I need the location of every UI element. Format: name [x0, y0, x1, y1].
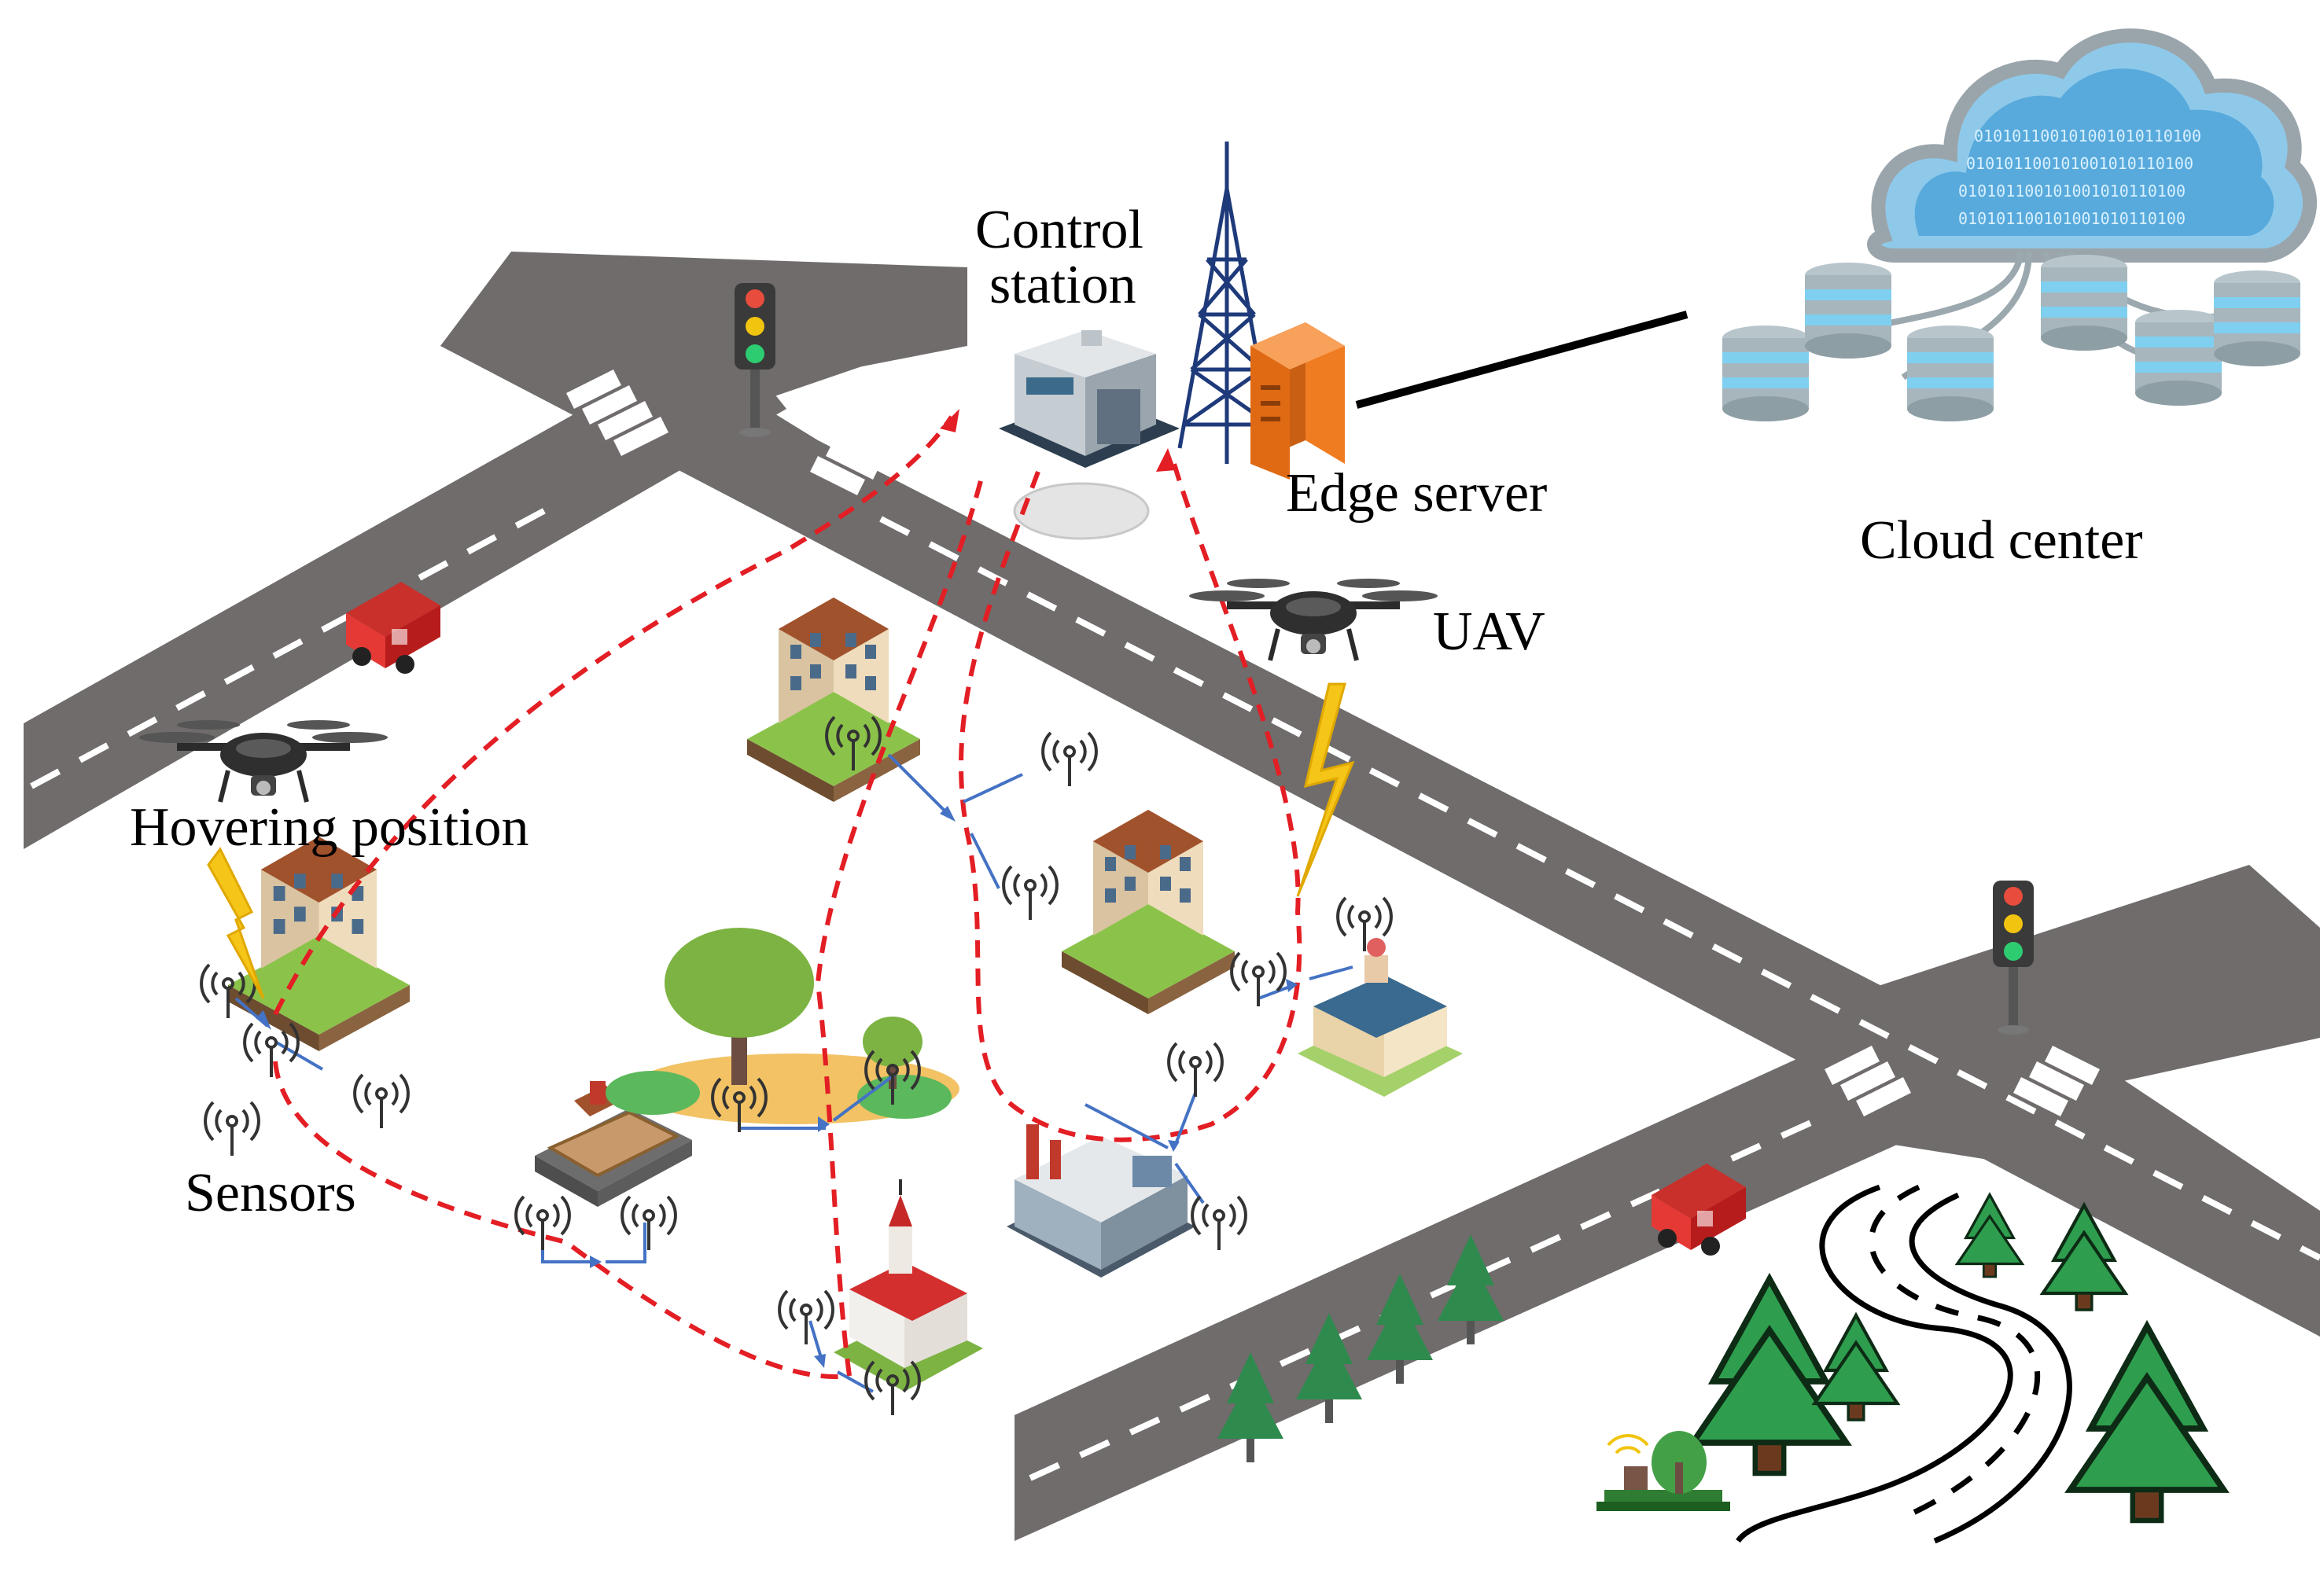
hovering-position-label: Hovering position — [130, 797, 528, 858]
park-bench-icon — [1596, 1431, 1730, 1511]
church-icon — [834, 1179, 983, 1392]
tree-icon — [1693, 1279, 1847, 1473]
lightning-icon — [207, 847, 265, 999]
cloud-binary-4: 010101100101001010110100 — [1958, 209, 2186, 228]
database-icon — [2135, 310, 2222, 406]
edge-server-icon — [1250, 322, 1345, 480]
factory-icon — [1007, 1124, 1195, 1278]
sensor-icon — [353, 1073, 410, 1130]
database-icon — [2214, 270, 2300, 366]
building-icon — [747, 598, 920, 802]
cloud-center: 010101100101001010110100 010101100101001… — [1722, 28, 2318, 421]
edge-server-label: Edge server — [1286, 463, 1547, 524]
sensor-icon — [1230, 951, 1287, 1008]
diagram-labels: Control station Edge server Cloud center… — [130, 200, 2143, 1223]
cloud-binary-2: 010101100101001010110100 — [1966, 154, 2193, 173]
database-icon — [1907, 325, 1994, 421]
sensor-icon — [204, 1101, 260, 1157]
park — [606, 928, 959, 1124]
cloud-binary-3: 010101100101001010110100 — [1958, 182, 2186, 200]
sensor-icon — [1191, 1195, 1247, 1252]
sensor-icon — [1041, 731, 1098, 788]
cloud-binary-1: 010101100101001010110100 — [1974, 127, 2201, 145]
database-icon — [1722, 325, 1809, 421]
building-icon — [228, 837, 410, 1051]
sensors-label: Sensors — [185, 1163, 356, 1223]
control-station-label-2: station — [989, 255, 1136, 315]
tree-icon — [2071, 1326, 2224, 1521]
sensor-icon — [1167, 1042, 1224, 1098]
sensor-icon — [621, 1195, 677, 1252]
forest-area — [1596, 1184, 2224, 1544]
sensor-icon — [778, 1289, 834, 1346]
building-icon — [1062, 810, 1235, 1014]
tree-icon — [1956, 1193, 2024, 1278]
database-icon — [2041, 255, 2127, 351]
cloud-center-label: Cloud center — [1860, 510, 2143, 571]
control-station-label-1: Control — [975, 200, 1143, 260]
cloud-icon: 010101100101001010110100 010101100101001… — [1867, 28, 2318, 263]
sensor-icon — [1002, 865, 1059, 921]
tree-icon — [1815, 1315, 1898, 1420]
sensor-link-arrowheads — [256, 806, 1298, 1368]
tree-icon — [665, 928, 814, 1085]
control-station-icon — [999, 330, 1180, 540]
drone-icon — [1189, 579, 1438, 660]
building-icon — [1298, 938, 1463, 1097]
edge-cloud-link — [1355, 311, 1688, 409]
database-icon — [1805, 263, 1891, 359]
drone-icon — [139, 720, 388, 802]
flight-arrowheads — [940, 409, 1176, 472]
uav-label: UAV — [1433, 601, 1545, 662]
lightning-icon — [1296, 682, 1355, 897]
uav-flight-paths — [273, 415, 1302, 1379]
